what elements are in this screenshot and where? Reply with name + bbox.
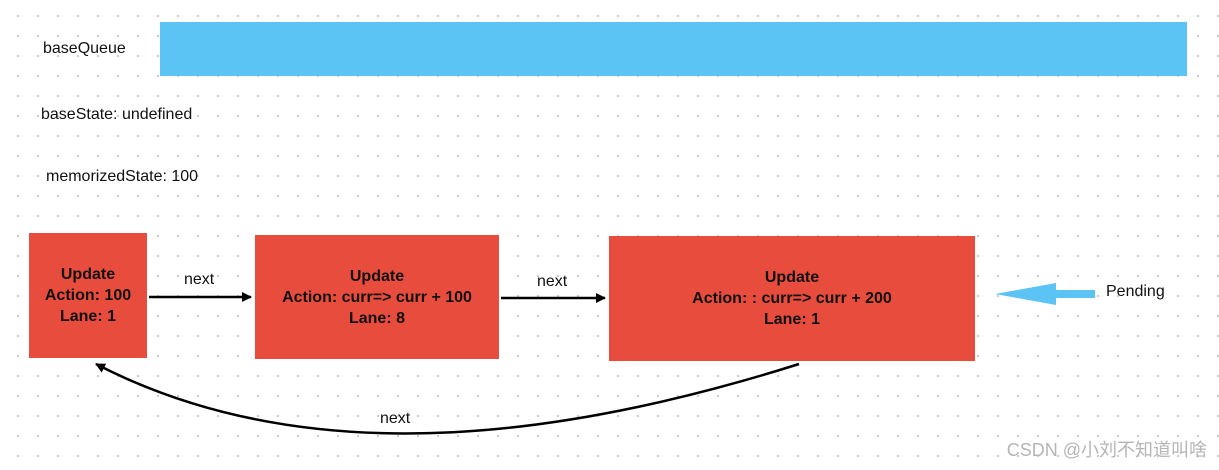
update-node-2-action: Action: curr=> curr + 100 (282, 288, 472, 306)
update-node-1-action: Action: 100 (44, 287, 132, 304)
update-node-2-title: Update (349, 267, 405, 285)
base-queue-label: baseQueue (43, 40, 126, 57)
next-label-2: next (537, 273, 568, 290)
update-node-3-title: Update (764, 269, 820, 286)
next-label-3: next (380, 410, 411, 427)
next-arrow-circular (95, 362, 800, 435)
pending-arrow-head (995, 283, 1056, 305)
memorized-state-label: memorizedState: 100 (46, 168, 199, 185)
update-node-1-lane: Lane: 1 (59, 308, 116, 325)
update-node-2-lane: Lane: 8 (348, 309, 405, 327)
pending-label: Pending (1106, 283, 1165, 300)
update-node-1: Update Action: 100 Lane: 1 (29, 233, 147, 358)
pending-arrow-shaft (1052, 290, 1095, 298)
update-node-3-lane: Lane: 1 (763, 311, 820, 328)
update-node-3-action: Action: : curr=> curr + 200 (692, 290, 892, 307)
base-state-label: baseState: undefined (41, 106, 193, 123)
pending-arrow-icon (995, 283, 1095, 305)
update-node-2: Update Action: curr=> curr + 100 Lane: 8 (255, 235, 499, 359)
update-node-1-title: Update (60, 266, 116, 283)
base-queue-bar (160, 22, 1187, 76)
csdn-watermark: CSDN @小刘不知道叫啥 (1006, 440, 1207, 460)
update-node-3: Update Action: : curr=> curr + 200 Lane:… (609, 236, 975, 361)
next-label-1: next (184, 271, 215, 288)
